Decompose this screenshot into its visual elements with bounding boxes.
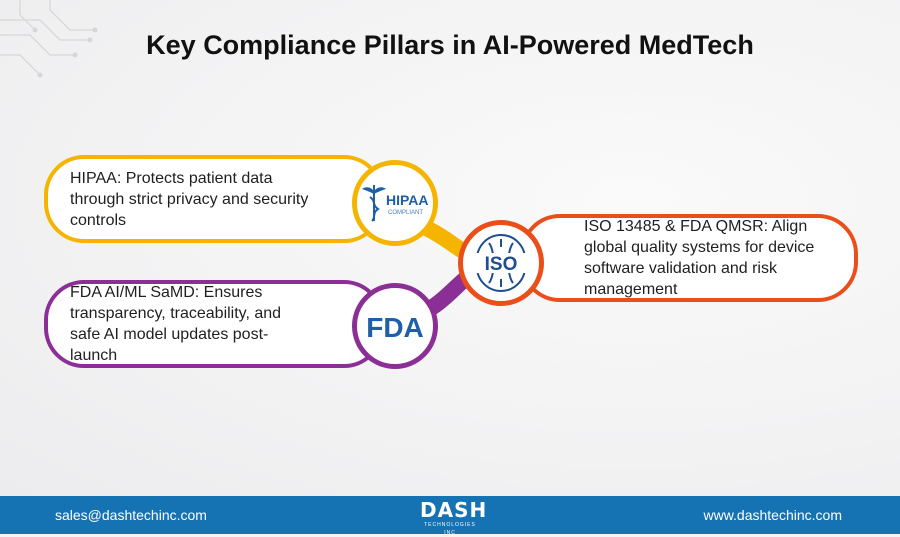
infographic-canvas: Key Compliance Pillars in AI-Powered Med… [0,0,900,496]
footer-bar: sales@dashtechinc.com DASH TECHNOLOGIES … [0,496,900,536]
iso-pillar-card: ISO 13485 & FDA QMSR: Align global quali… [520,214,858,302]
footer-email-link[interactable]: sales@dashtechinc.com [55,507,207,523]
hipaa-logo-sub: COMPLIANT [388,210,423,216]
footer-website-link[interactable]: www.dashtechinc.com [703,507,842,523]
iso-description: ISO 13485 & FDA QMSR: Align global quali… [584,218,815,298]
circuit-decoration [0,0,98,78]
fda-logo-icon: FDA [352,283,438,369]
dash-logo-subtitle: TECHNOLOGIES INC [424,522,476,536]
hipaa-logo-text: HIPAA [386,192,429,208]
dash-logo-text: DASH [420,498,488,522]
dash-logo: DASH TECHNOLOGIES INC [420,498,488,536]
iso-logo-text: ISO [485,254,518,275]
fda-pillar-card: FDA AI/ML SaMD: Ensures transparency, tr… [44,280,384,368]
hipaa-pillar-card: HIPAA: Protects patient data through str… [44,155,384,243]
page-title: Key Compliance Pillars in AI-Powered Med… [146,30,754,60]
iso-logo-icon: ISO [458,220,544,306]
fda-logo-text: FDA [366,312,424,343]
hipaa-logo-icon: HIPAA COMPLIANT [352,160,438,246]
fda-description: FDA AI/ML SaMD: Ensures transparency, tr… [70,284,282,364]
hipaa-description: HIPAA: Protects patient data through str… [70,169,309,229]
